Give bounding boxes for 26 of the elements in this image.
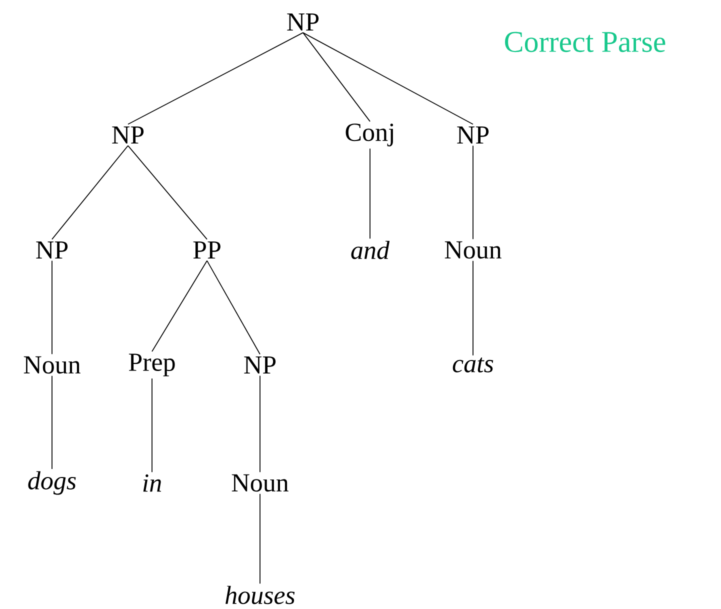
category-label: PP (193, 241, 220, 258)
title: Correct Parse (505, 32, 666, 52)
tree-branch (152, 260, 208, 352)
tree-branch (128, 32, 304, 125)
tree-branch (302, 32, 474, 125)
category-label: NP (457, 126, 489, 144)
category-label: NP (287, 13, 319, 30)
tree-branch (206, 260, 260, 355)
category-label: NP (36, 241, 68, 258)
category-label: NP (112, 126, 144, 144)
category-label: Noun (24, 356, 80, 374)
category-label: Conj (346, 124, 394, 146)
category-label: NP (244, 356, 276, 374)
leaf-word: cats (452, 358, 494, 372)
leaf-word: and (351, 240, 390, 260)
leaf-word: in (143, 474, 162, 492)
category-label: Prep (128, 354, 175, 376)
tree-branch (472, 260, 474, 356)
leaf-word: dogs (28, 471, 76, 495)
tree-branch (52, 145, 128, 240)
category-label: Noun (232, 474, 288, 492)
tree-branch (128, 145, 208, 240)
leaf-word: houses (226, 586, 295, 604)
tree-branch (472, 145, 474, 240)
category-label: Noun (444, 241, 502, 259)
tree-branch (302, 32, 370, 122)
